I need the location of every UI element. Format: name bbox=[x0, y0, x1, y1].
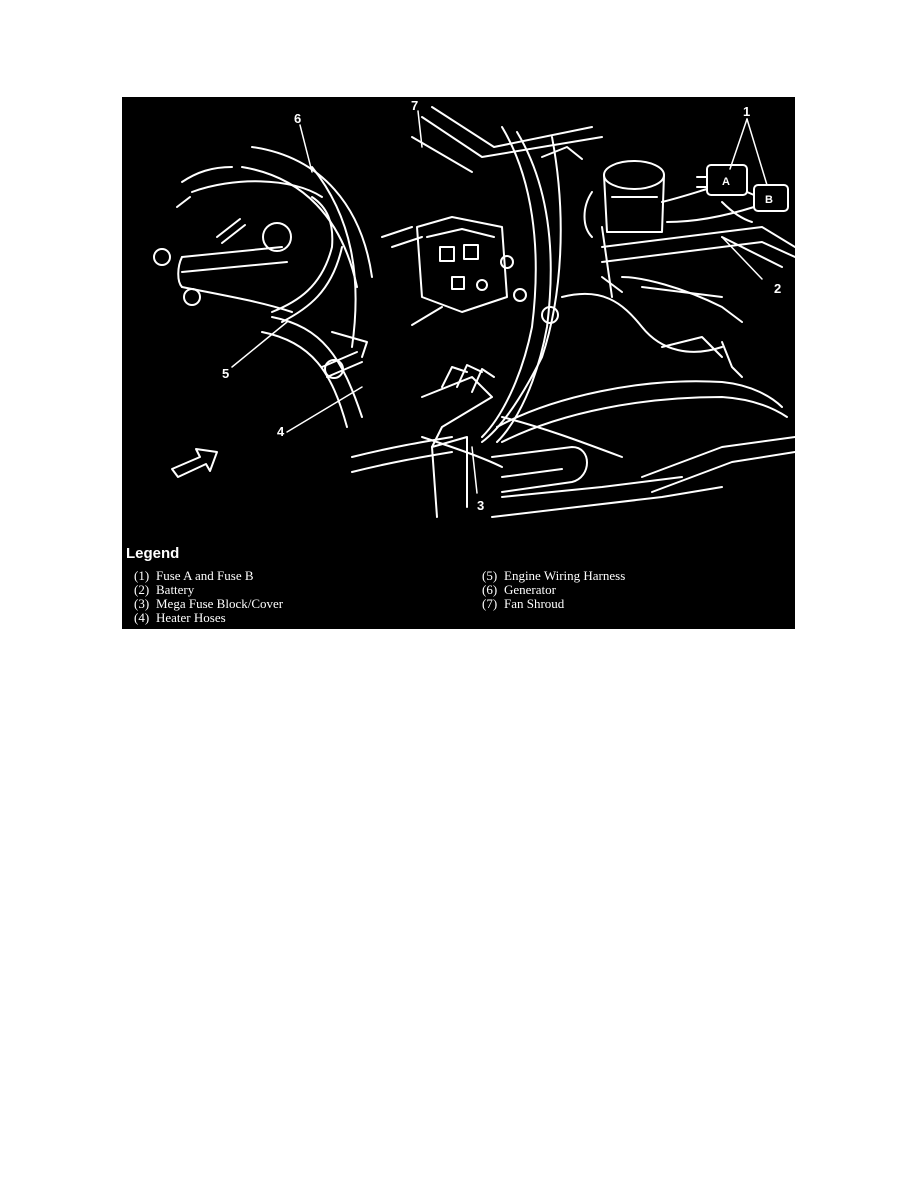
legend-column-right: (5) Engine Wiring Harness (6) Generator (7… bbox=[482, 569, 625, 611]
legend-item-label: Generator bbox=[504, 582, 556, 597]
callout-3: 3 bbox=[477, 498, 485, 513]
legend-item-number: (1) bbox=[134, 568, 150, 583]
heater-hoses bbox=[261, 316, 368, 428]
legend-column-left: (1) Fuse A and Fuse B (2) Battery (3) Mega … bbox=[134, 569, 283, 625]
legend-item-number: (6) bbox=[482, 582, 498, 597]
mega-fuse-block bbox=[381, 216, 527, 518]
battery-cables bbox=[351, 126, 788, 518]
legend-item-label: Fan Shroud bbox=[504, 596, 565, 611]
reservoir bbox=[583, 160, 665, 238]
callout-7: 7 bbox=[411, 98, 419, 113]
fuse-a-label: A bbox=[722, 176, 730, 188]
generator bbox=[153, 146, 373, 348]
callout-6: 6 bbox=[294, 111, 302, 126]
legend-item: (7) Fan Shroud bbox=[482, 597, 625, 611]
engine-compartment-figure: A B 1 2 3 4 5 6 7 Legend (1) Fuse A and F… bbox=[122, 97, 795, 629]
fuse-connectors bbox=[661, 164, 789, 223]
legend-item-number: (2) bbox=[134, 582, 150, 597]
legend-item-number: (7) bbox=[482, 596, 498, 611]
legend-item-number: (4) bbox=[134, 610, 150, 625]
callout-2: 2 bbox=[774, 281, 782, 296]
legend-item-label: Heater Hoses bbox=[156, 610, 226, 625]
legend-item: (2) Battery bbox=[134, 583, 283, 597]
legend-item-number: (3) bbox=[134, 596, 150, 611]
legend-item-number: (5) bbox=[482, 568, 498, 583]
legend-title: Legend bbox=[126, 545, 180, 562]
legend-item: (1) Fuse A and Fuse B bbox=[134, 569, 283, 583]
callout-4: 4 bbox=[277, 424, 285, 439]
engine-wiring-harness bbox=[191, 180, 343, 323]
legend-item: (4) Heater Hoses bbox=[134, 611, 283, 625]
fuse-b-label: B bbox=[765, 194, 773, 206]
legend-item-label: Battery bbox=[156, 582, 195, 597]
callout-1: 1 bbox=[743, 104, 751, 119]
legend-item-label: Mega Fuse Block/Cover bbox=[156, 596, 284, 611]
battery bbox=[601, 226, 795, 493]
legend-item-label: Fuse A and Fuse B bbox=[156, 568, 254, 583]
forward-arrow-icon bbox=[171, 448, 218, 478]
callout-5: 5 bbox=[222, 366, 230, 381]
legend-item: (6) Generator bbox=[482, 583, 625, 597]
legend-item-label: Engine Wiring Harness bbox=[504, 568, 626, 583]
legend-item: (5) Engine Wiring Harness bbox=[482, 569, 625, 583]
engine-compartment-illustration: A B bbox=[153, 106, 795, 518]
leader-lines bbox=[231, 110, 768, 494]
legend-item: (3) Mega Fuse Block/Cover bbox=[134, 597, 283, 611]
fan-shroud bbox=[411, 106, 603, 173]
